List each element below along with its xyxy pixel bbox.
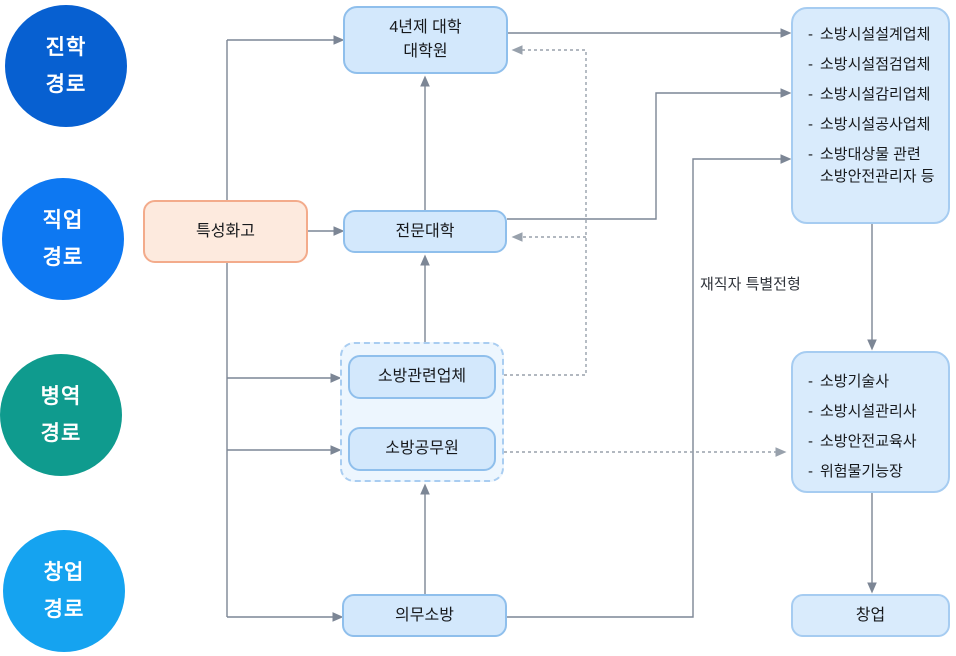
list-item: - 위험물기능장: [808, 461, 942, 483]
list-item-text: 위험물기능장: [820, 463, 903, 480]
list-item-text: 소방기술사: [820, 373, 890, 390]
node-specialized-highschool: 특성화고: [143, 200, 308, 263]
dash-marker: -: [808, 403, 813, 420]
list-item-text: 소방시설공사업체: [820, 116, 931, 133]
node-junior-college: 전문대학: [343, 210, 507, 253]
circle-label-line: 경로: [45, 73, 87, 96]
edge-fireco-to-univ4-dashed: [504, 45, 587, 376]
dash-marker: -: [808, 463, 813, 480]
node-label: 의무소방: [395, 606, 454, 624]
list-item-text: 소방대상물 관련 소방안전관리자 등: [820, 146, 935, 185]
path-circle-jikeop: 직업 경로: [2, 178, 124, 300]
dash-marker: -: [808, 433, 813, 450]
list-item-text: 소방시설감리업체: [820, 86, 931, 103]
list-item-text: 소방시설설계업체: [820, 26, 931, 43]
list-item-text: 소방시설관리사: [820, 403, 917, 420]
node-label-line: 4년제 대학: [389, 19, 462, 36]
circle-label-line: 경로: [40, 422, 82, 445]
circle-label-line: 경로: [42, 246, 84, 269]
list-item: - 소방안전교육사: [808, 431, 942, 453]
list-item: - 소방기술사: [808, 371, 942, 393]
node-fire-officer: 소방공무원: [348, 427, 496, 471]
node-label-line: 대학원: [403, 43, 448, 60]
circle-label-line: 직업: [42, 209, 84, 232]
edge-college-to-companies: [507, 88, 792, 220]
node-label: 특성화고: [196, 222, 255, 240]
dash-marker: -: [808, 56, 813, 73]
list-item-text: 소방안전교육사: [820, 433, 917, 450]
list-item: - 소방시설점검업체: [808, 54, 942, 76]
path-circle-byeongyeok: 병역 경로: [0, 354, 122, 476]
node-label: 전문대학: [395, 222, 455, 240]
box-fire-companies-list: - 소방시설설계업체 - 소방시설점검업체 - 소방시설감리업체 - 소방시설공…: [791, 7, 950, 224]
list-item-text: 소방시설점검업체: [820, 56, 931, 73]
list-item: - 소방대상물 관련 소방안전관리자 등: [808, 144, 942, 188]
path-circle-changeop: 창업 경로: [3, 530, 125, 652]
circle-label-line: 창업: [43, 561, 85, 584]
node-label: 창업: [855, 606, 886, 624]
node-startup: 창업: [791, 594, 950, 637]
circle-label-line: 경로: [43, 598, 85, 621]
node-mandatory-fire-service: 의무소방: [342, 594, 507, 637]
dash-marker: -: [808, 26, 813, 43]
node-4year-university: 4년제 대학 대학원: [343, 6, 508, 74]
dash-marker: -: [808, 86, 813, 103]
edge-duty-to-companies: [507, 154, 792, 618]
box-certifications-list: - 소방기술사 - 소방시설관리사 - 소방안전교육사 - 위험물기능장: [791, 351, 950, 493]
list-item: - 소방시설관리사: [808, 401, 942, 423]
list-item: - 소방시설감리업체: [808, 84, 942, 106]
list-item: - 소방시설설계업체: [808, 24, 942, 46]
node-fire-related-company: 소방관련업체: [348, 355, 496, 399]
node-label: 소방공무원: [385, 440, 459, 457]
node-label: 소방관련업체: [377, 368, 467, 385]
special-admission-label: 재직자 특별전형: [700, 276, 801, 293]
circle-label-line: 진학: [45, 36, 87, 59]
dash-marker: -: [808, 373, 813, 390]
dash-marker: -: [808, 146, 813, 163]
path-circle-jinhak: 진학 경로: [5, 5, 127, 127]
circle-label-line: 병역: [40, 385, 82, 408]
list-item: - 소방시설공사업체: [808, 114, 942, 136]
dash-marker: -: [808, 116, 813, 133]
